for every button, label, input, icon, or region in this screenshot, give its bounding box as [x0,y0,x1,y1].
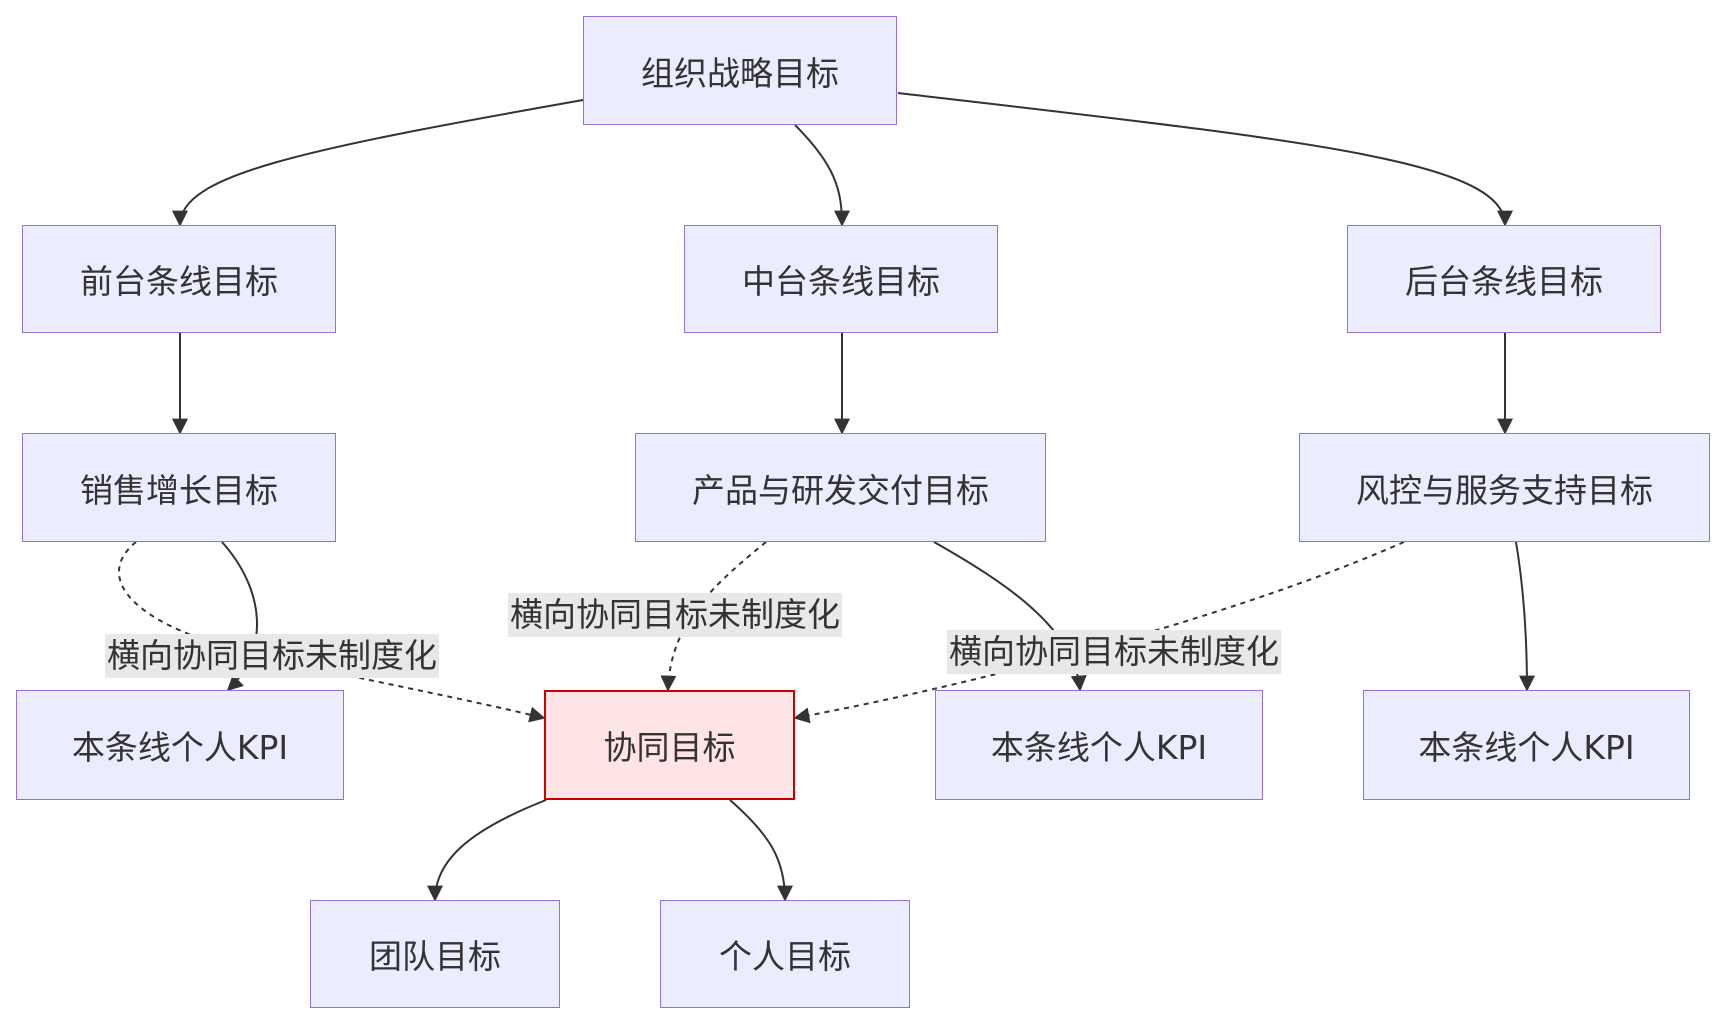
edge-synergy-personal [729,799,793,902]
edge-risk-kpi [1515,541,1535,692]
node-sales-growth: 销售增长目标 [22,433,336,542]
node-kpi-middle: 本条线个人KPI [935,690,1263,800]
node-back-line: 后台条线目标 [1347,225,1661,333]
edge-strategy-middle [794,124,850,227]
node-front-line: 前台条线目标 [22,225,336,333]
edge-label-middle-synergy: 横向协同目标未制度化 [508,593,842,637]
edge-sales-synergy [118,541,546,723]
edge-strategy-front [172,99,584,227]
edge-synergy-team [427,799,547,902]
node-team-goal: 团队目标 [310,900,560,1008]
edge-label-back-synergy: 横向协同目标未制度化 [947,630,1281,674]
node-personal-goal: 个人目标 [660,900,910,1008]
edge-strategy-back [897,92,1513,227]
node-kpi-back: 本条线个人KPI [1363,690,1690,800]
node-risk-service: 风控与服务支持目标 [1299,433,1710,542]
node-kpi-front: 本条线个人KPI [16,690,344,800]
node-middle-line: 中台条线目标 [684,225,998,333]
edge-label-front-synergy: 横向协同目标未制度化 [105,634,439,678]
node-product-rd: 产品与研发交付目标 [635,433,1046,542]
node-synergy-goal: 协同目标 [544,690,795,800]
node-org-strategy: 组织战略目标 [583,16,897,125]
